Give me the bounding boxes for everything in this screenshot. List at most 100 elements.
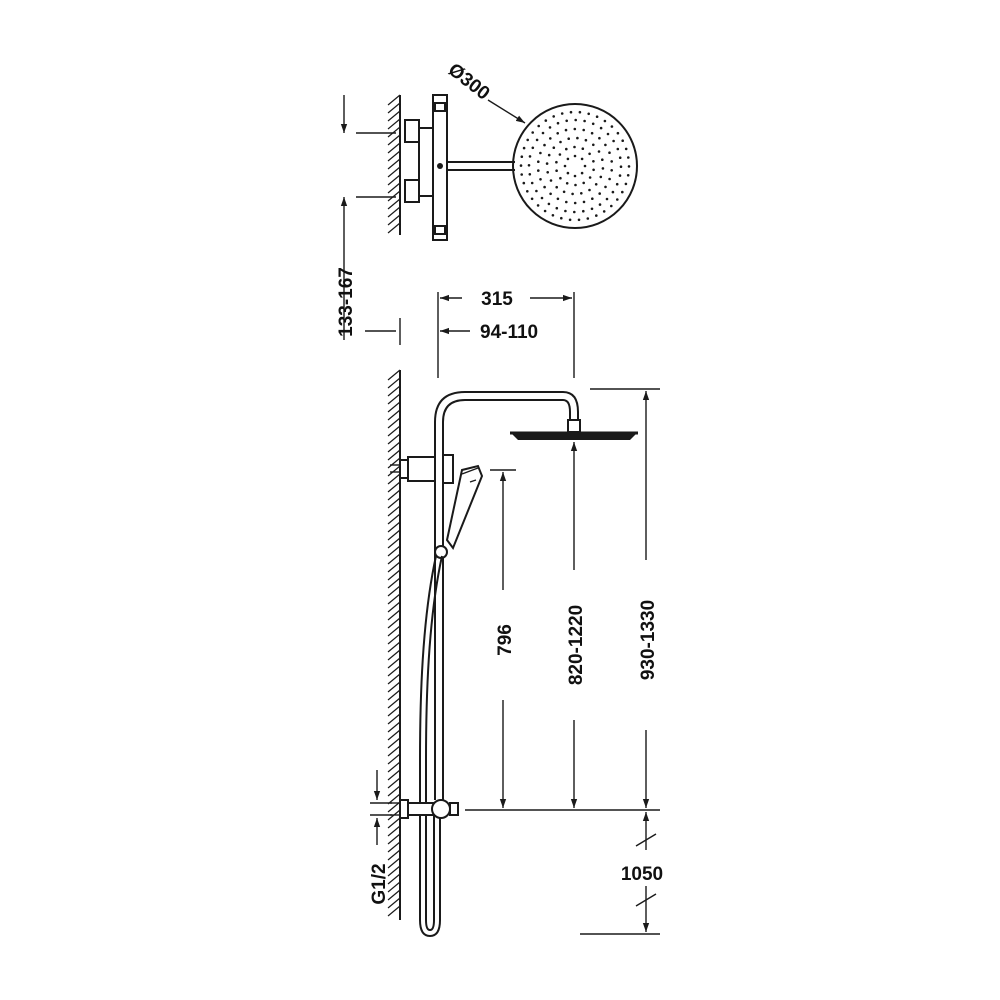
nozzle-dot	[598, 136, 601, 140]
nozzle-dot	[547, 153, 551, 157]
nozzle-dot	[616, 198, 619, 201]
wall-hatch-line	[387, 641, 401, 653]
arm-projection-label: 94-110	[480, 322, 538, 343]
nozzle-dot	[598, 203, 602, 206]
nozzle-dot	[621, 139, 624, 142]
wall-hatch-line	[387, 94, 401, 106]
wall-hatch-line	[387, 505, 401, 517]
nozzle-dot	[537, 124, 540, 128]
nozzle-dot	[599, 175, 603, 179]
nozzle-dot	[582, 200, 586, 204]
wall-hatch-line	[387, 166, 401, 178]
wall-hatch-line	[387, 433, 401, 445]
nozzle-dot	[594, 183, 598, 186]
shower-arm-top	[447, 161, 515, 171]
nozzle-dot	[552, 115, 555, 118]
wall-hatch-line	[387, 881, 401, 893]
wall-hatch-line	[387, 497, 401, 509]
wall-hatch-line	[387, 697, 401, 709]
nozzle-dot	[531, 146, 535, 150]
nozzle-dot	[555, 169, 558, 172]
nozzle-dot	[562, 190, 566, 194]
nozzle-dot	[591, 122, 595, 126]
wall-hatch-line	[387, 873, 401, 885]
connection-dimension: G1/2	[369, 770, 392, 905]
wall-hatch-line	[387, 649, 401, 661]
front-wall-hatching	[387, 369, 401, 920]
head-height-dimension: 820-1220	[566, 442, 587, 808]
nozzle-dot	[584, 138, 588, 142]
floor-height-dimension: 1050	[580, 812, 663, 935]
top-view: Ø300	[387, 59, 638, 241]
arm-reach-label: 315	[481, 289, 513, 310]
wall-hatch-line	[387, 102, 401, 114]
wall-hatch-line	[387, 449, 401, 461]
wall-hatch-line	[387, 545, 401, 557]
wall-hatch-line	[387, 142, 401, 154]
wall-hatch-line	[387, 489, 401, 501]
outlet-spacing-label: 133-167	[336, 267, 357, 337]
nozzle-dot	[574, 118, 577, 122]
wall-hatch-line	[387, 729, 401, 741]
wall-hatch-line	[387, 569, 401, 581]
nozzle-dot	[551, 214, 555, 217]
nozzle-dot	[552, 146, 556, 149]
nozzle-dot	[546, 171, 549, 174]
nozzle-dot	[564, 209, 567, 213]
nozzle-dot	[535, 189, 538, 193]
nozzle-dot	[558, 153, 562, 156]
wall-hatch-line	[387, 625, 401, 637]
nozzle-dot	[616, 131, 620, 135]
wall-hatch-line	[387, 457, 401, 469]
wall-hatch-line	[387, 617, 401, 629]
nozzle-dot	[559, 140, 562, 144]
connection-label: G1/2	[369, 863, 390, 904]
nozzle-dot	[531, 131, 534, 134]
rain-shower-head-top	[512, 103, 638, 229]
wall-hatch-line	[387, 174, 401, 186]
nozzle-dot	[559, 176, 562, 180]
wall-hatch-line	[387, 753, 401, 765]
wall-hatch-line	[387, 577, 401, 589]
overall-height-dimension: 930-1330	[590, 388, 660, 808]
wall-hatch-line	[387, 150, 401, 162]
nozzle-dot	[621, 190, 624, 194]
nozzle-dot	[537, 160, 540, 163]
nozzle-dot	[530, 197, 534, 201]
arm-projection-dimension: 94-110	[440, 322, 538, 343]
nozzle-dot	[573, 154, 577, 158]
nozzle-dot	[567, 137, 570, 140]
nozzle-dot	[598, 192, 601, 195]
wall-hatch-line	[387, 126, 401, 138]
nozzle-dot	[580, 157, 584, 161]
nozzle-dot	[528, 155, 532, 158]
nozzle-dot	[612, 139, 615, 143]
nozzle-dot	[626, 174, 630, 177]
nozzle-dot	[580, 171, 584, 175]
nozzle-dot	[595, 214, 598, 217]
nozzle-dot	[602, 210, 606, 213]
nozzle-dot	[566, 157, 570, 161]
nozzle-dot	[530, 181, 534, 185]
wall-hatch-line	[387, 441, 401, 453]
outlet-spacing-dimension: 133-167	[336, 95, 401, 345]
wall-hatch-line	[387, 214, 401, 226]
nozzle-dot	[526, 190, 529, 193]
wall-hatch-line	[387, 473, 401, 485]
wall-hatch-line	[387, 673, 401, 685]
nozzle-dot	[541, 131, 545, 135]
nozzle-dot	[539, 178, 542, 181]
nozzle-dot	[588, 152, 591, 156]
nozzle-dot	[573, 210, 576, 214]
nozzle-dot	[580, 192, 583, 195]
nozzle-dot	[610, 169, 613, 172]
wall-hatch-line	[387, 785, 401, 797]
nozzle-dot	[573, 201, 577, 205]
nozzle-dot	[565, 119, 568, 123]
nozzle-dot	[522, 146, 526, 150]
floor-height-label: 1050	[621, 864, 663, 885]
nozzle-dot	[592, 143, 595, 147]
nozzle-dot	[583, 164, 587, 168]
nozzle-dot	[590, 131, 594, 135]
